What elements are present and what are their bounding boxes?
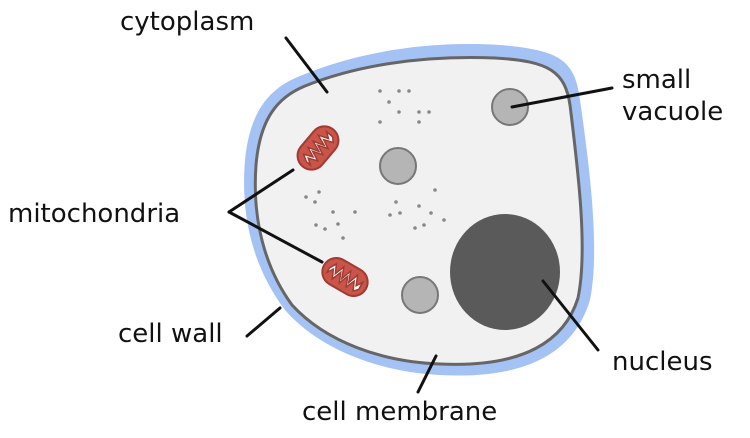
small-vacuole-label-line1: small bbox=[622, 65, 691, 95]
cell-wall-leader bbox=[245, 306, 282, 338]
cytoplasm-leader bbox=[284, 36, 329, 94]
nucleus bbox=[450, 214, 560, 330]
granules bbox=[304, 89, 446, 240]
mitochondria-label: mitochondria bbox=[8, 199, 180, 229]
mitochondrion bbox=[321, 257, 369, 297]
nucleus-leader bbox=[541, 279, 600, 352]
small-vacuole bbox=[491, 88, 529, 126]
mitochondrion bbox=[296, 125, 340, 171]
cell-membrane-leader bbox=[416, 354, 438, 394]
cell-membrane-label: cell membrane bbox=[302, 397, 497, 427]
nucleus-label: nucleus bbox=[612, 347, 713, 377]
vacuole bbox=[379, 147, 417, 185]
small-vacuole-leader bbox=[510, 86, 614, 109]
small-vacuole-label-line2: vacuole bbox=[622, 97, 723, 127]
cytoplasm-label: cytoplasm bbox=[120, 7, 254, 37]
vacuole bbox=[401, 276, 439, 314]
mitochondria-leader-bottom bbox=[227, 210, 324, 264]
cell-wall-label: cell wall bbox=[118, 319, 223, 349]
mitochondria-leader-top bbox=[227, 168, 295, 214]
